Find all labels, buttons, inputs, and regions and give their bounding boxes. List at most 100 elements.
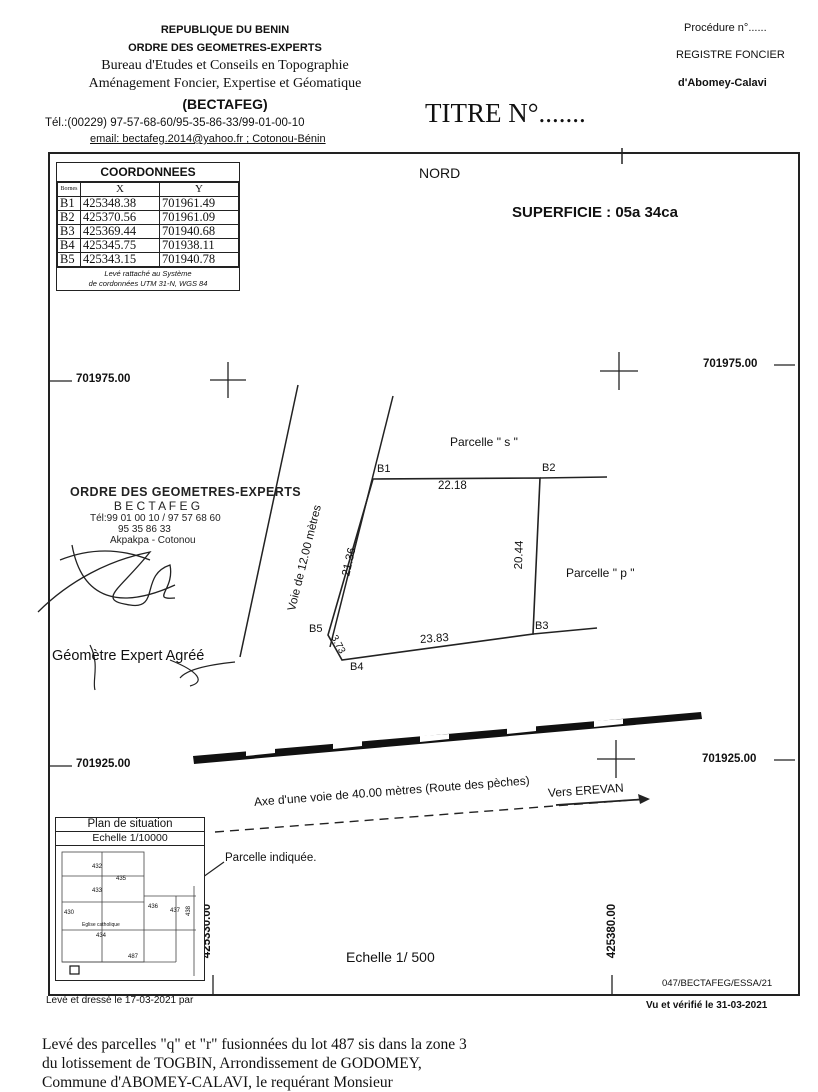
header-procedure: Procédure n°...... [684, 22, 767, 34]
distance-b1-b2: 22.18 [438, 480, 467, 492]
coordinates-cell-y: 701940.78 [159, 252, 239, 267]
grid-label-y-top-left: 701975.00 [76, 373, 131, 385]
inset-lot-label: 438 [186, 905, 192, 916]
parcel-boundary [327, 477, 541, 661]
grid-label-y-top-right: 701975.00 [703, 358, 758, 370]
parcel-callout-label: Parcelle indiquée. [225, 852, 317, 864]
inset-lot-label: 435 [116, 876, 127, 882]
description-line-2: du lotissement de TOGBIN, Arrondissement… [42, 1055, 422, 1072]
parcelle-p-label: Parcelle " p " [566, 566, 635, 580]
inset-lot-label: 487 [128, 954, 139, 960]
borne-b3-label: B3 [535, 620, 549, 632]
coordinates-cell-x: 425345.75 [80, 238, 160, 253]
limit-extension-north [539, 476, 608, 479]
stamp-line-5: Akpakpa - Cotonou [110, 535, 196, 546]
grid-cross-bottom-right [597, 740, 635, 778]
borne-b5-label: B5 [309, 623, 323, 635]
signature-scribble-lower [89, 644, 236, 691]
stamp-line-3: Tél:99 01 00 10 / 97 57 68 60 [90, 513, 221, 524]
inset-lot-label: Eglise catholique [82, 922, 120, 928]
stamp-line-2: B E C T A F E G [113, 499, 201, 513]
inset-lot-label: 432 [92, 864, 103, 870]
header-bectafeg: (BECTAFEG) [182, 96, 268, 112]
grid-label-y-bottom-left: 701925.00 [76, 758, 131, 770]
titre-number: TITRE N°....... [425, 98, 586, 128]
header-ordre: ORDRE DES GEOMETRES-EXPERTS [128, 42, 322, 54]
signature-label: Géomètre Expert Agréé [52, 648, 205, 664]
col-borne: Bornes [57, 182, 81, 197]
inset-lot-label: 437 [170, 908, 181, 914]
coordinates-cell-y: 701961.09 [159, 210, 239, 225]
coordinates-cell-borne: B2 [57, 210, 81, 225]
distance-b2-b3: 20.44 [512, 540, 526, 570]
grid-cross-top-left [210, 362, 246, 398]
coordinates-cell-x: 425369.44 [80, 224, 160, 239]
borne-b2-label: B2 [542, 462, 556, 474]
situation-plan-inset: Plan de situation Echelle 1/10000 432 435… [55, 817, 205, 981]
header-phone: Tél.:(00229) 97-57-68-60/95-35-86-33/99-… [45, 117, 305, 129]
inset-lot-label: 430 [64, 910, 75, 916]
header-republic: REPUBLIQUE DU BENIN [160, 24, 290, 36]
description-line-3: Commune d'ABOMEY-CALAVI, le requérant Mo… [42, 1074, 393, 1091]
footer-leve: Levé et dressé le 17-03-2021 par [46, 995, 194, 1006]
borne-b1-label: B1 [377, 463, 391, 475]
coordinates-cell-borne: B3 [57, 224, 81, 239]
coordinates-note-1: Levé rattaché au Système [104, 269, 192, 278]
superficie-label: SUPERFICIE : 05a 34ca [512, 204, 678, 221]
inset-lot-label: 436 [148, 904, 159, 910]
col-y: Y [159, 182, 239, 197]
header-registre-location: d'Abomey-Calavi [678, 77, 767, 89]
scale-label: Echelle 1/ 500 [346, 949, 435, 965]
header-registre: REGISTRE FONCIER [676, 49, 785, 61]
signature-scribble [37, 544, 176, 613]
inset-lot-label: 434 [96, 933, 107, 939]
inset-lot-label: 433 [92, 888, 103, 894]
coordinates-cell-x: 425370.56 [80, 210, 160, 225]
coordinates-cell-y: 701940.68 [159, 224, 239, 239]
situation-plan-title: Plan de situation [56, 818, 204, 832]
stamp-line-4: 95 35 86 33 [118, 524, 171, 535]
coordinates-cell-borne: B4 [57, 238, 81, 253]
coordinates-cell-x: 425343.15 [80, 252, 160, 267]
grid-cross-top-right [600, 352, 638, 390]
header-amenagement: Aménagement Foncier, Expertise et Géomat… [88, 76, 362, 91]
header-bureau: Bureau d'Etudes et Conseils en Topograph… [101, 58, 349, 73]
grid-label-x-right: 425380.00 [606, 903, 618, 959]
coordinates-cell-y: 701961.49 [159, 196, 239, 211]
parcelle-s-label: Parcelle " s " [450, 435, 518, 449]
coordinates-cell-y: 701938.11 [159, 238, 239, 253]
situation-plan-scale: Echelle 1/10000 [56, 832, 204, 846]
col-x: X [80, 182, 160, 197]
coordinates-cell-borne: B1 [57, 196, 81, 211]
borne-b4-label: B4 [350, 661, 364, 673]
coordinates-title: COORDONNEES [57, 163, 239, 182]
north-label: NORD [419, 165, 461, 181]
header-email: email: bectafeg.2014@yahoo.fr ; Cotonou-… [90, 133, 326, 145]
coordinates-cell-x: 425348.38 [80, 196, 160, 211]
erevan-arrow-line [555, 798, 649, 806]
description-line-1: Levé des parcelles "q" et "r" fusionnées… [42, 1036, 467, 1053]
stamp-line-1: ORDRE DES GEOMETRES-EXPERTS [70, 485, 301, 499]
road-40m-axis [214, 798, 646, 833]
reference-number: 047/BECTAFEG/ESSA/21 [662, 978, 773, 989]
road-12m-edge-west [239, 384, 299, 658]
bectafeg-stamp: ORDRE DES GEOMETRES-EXPERTS B E C T A F … [70, 485, 301, 546]
grid-label-y-bottom-right: 701925.00 [702, 753, 757, 765]
coordinates-note-2: de cordonnées UTM 31-N, WGS 84 [88, 279, 208, 288]
footer-vu: Vu et vérifié le 31-03-2021 [646, 1000, 768, 1011]
erevan-arrow-head [638, 794, 650, 804]
coordinates-cell-borne: B5 [57, 252, 81, 267]
distance-b3-b4: 23.83 [419, 632, 450, 646]
parcel-marker [69, 965, 80, 975]
plan-frame [48, 152, 800, 996]
road-40m-band [193, 712, 702, 764]
limit-extension-south [532, 627, 598, 635]
